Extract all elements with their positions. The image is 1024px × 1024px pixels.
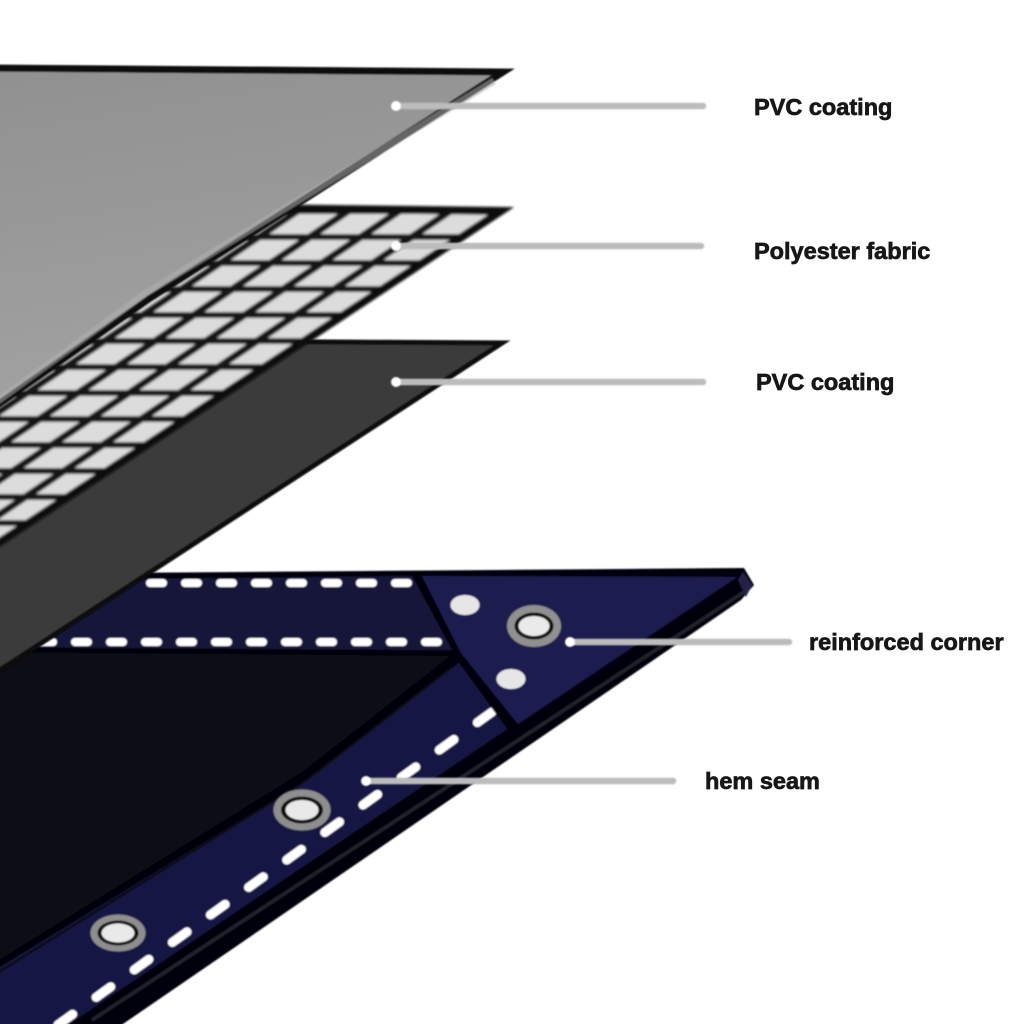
svg-text:PVC coating: PVC coating [754, 94, 892, 120]
svg-text:hem seam: hem seam [705, 768, 820, 794]
svg-text:PVC coating: PVC coating [756, 369, 894, 395]
svg-text:reinforced corner: reinforced corner [809, 629, 1004, 655]
svg-text:Polyester fabric: Polyester fabric [754, 238, 930, 264]
